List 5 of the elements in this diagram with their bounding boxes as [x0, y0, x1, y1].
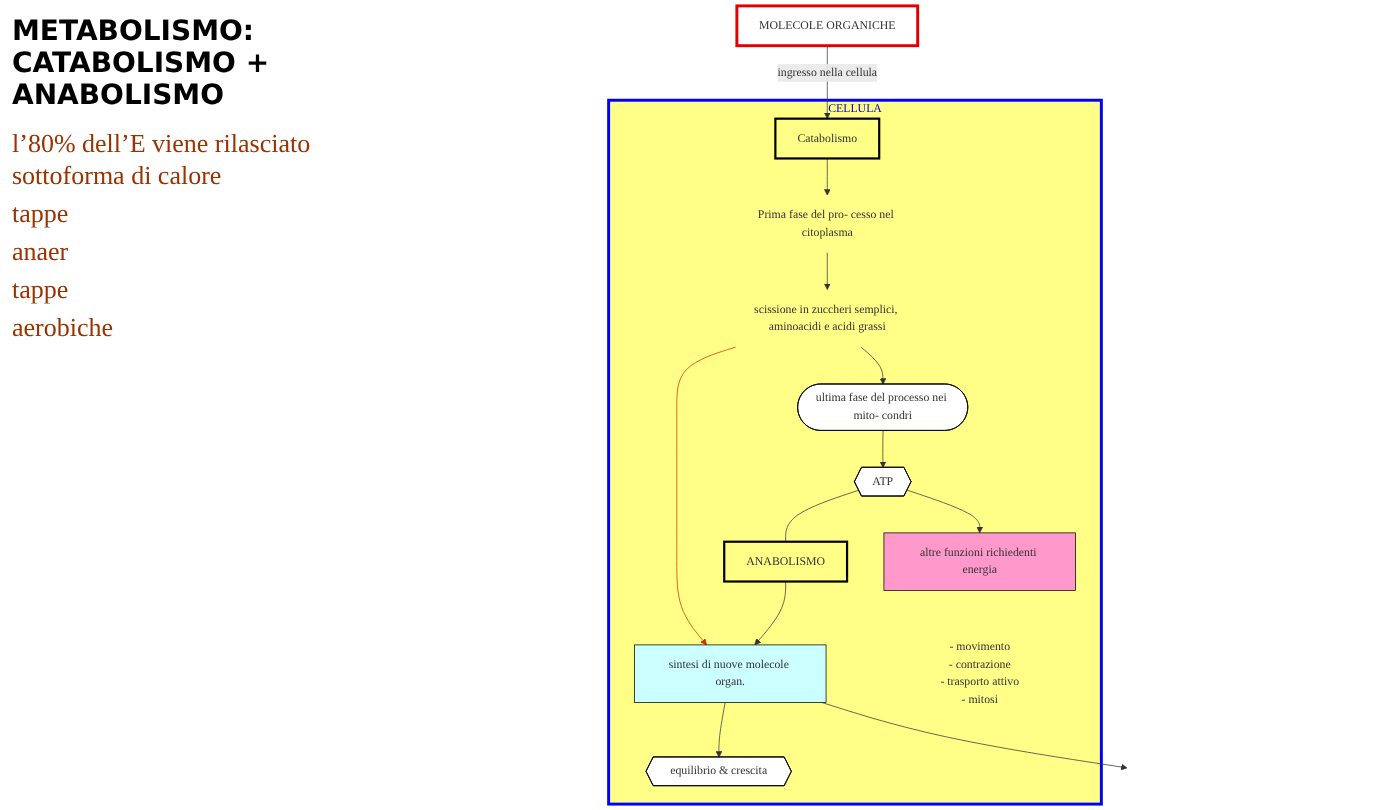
note-text: tappe [12, 198, 71, 230]
note-text: anaer [12, 236, 71, 268]
note-text: tappe [12, 274, 71, 306]
diagram-title: METABOLISMO: CATABOLISMO + ANABOLISMO [12, 16, 272, 112]
note-text: aerobiche [12, 312, 116, 344]
